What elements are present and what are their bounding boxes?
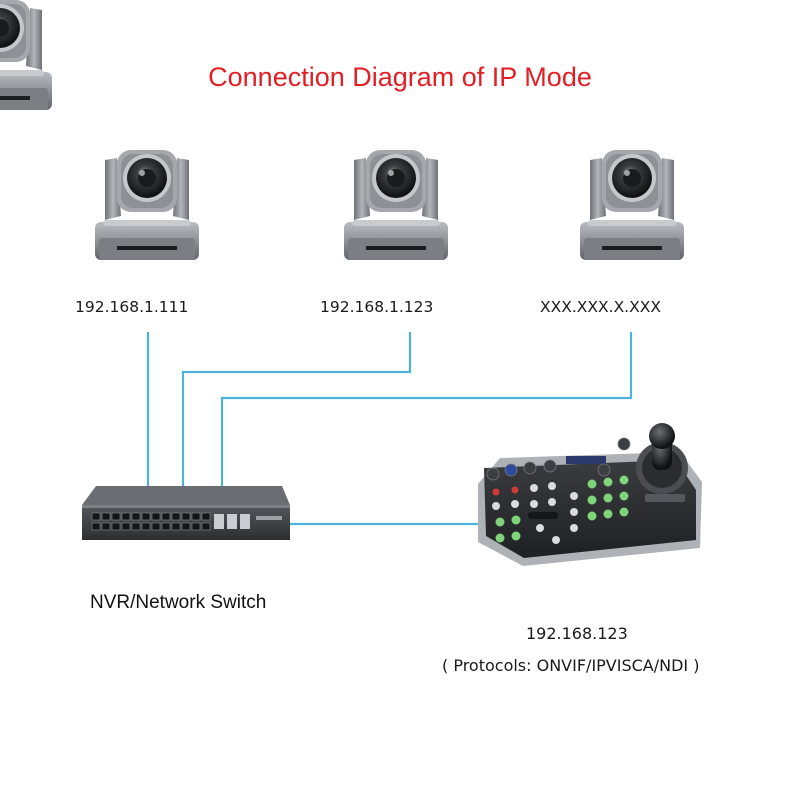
camera-ip-label-3: XXX.XXX.X.XXX <box>540 298 661 316</box>
camera-ip-label-2: 192.168.1.123 <box>320 298 434 316</box>
ptz-camera-icon <box>95 150 199 260</box>
cable-camera-3 <box>220 332 633 486</box>
controller-protocols-label: ( Protocols: ONVIF/IPVISCA/NDI ) <box>442 656 700 675</box>
ptz-camera-icon <box>344 150 448 260</box>
controller-ip-label: 192.168.123 <box>526 624 628 643</box>
cable-lines <box>146 332 633 526</box>
switch-label: NVR/Network Switch <box>90 592 267 613</box>
diagram-title: Connection Diagram of IP Mode <box>208 62 592 92</box>
ptz-keyboard-controller-icon <box>478 423 702 566</box>
cable-camera-2 <box>181 332 412 486</box>
ptz-camera-icon <box>0 0 52 110</box>
ptz-camera-icon <box>580 150 684 260</box>
camera-ip-label-1: 192.168.1.111 <box>75 298 189 316</box>
network-switch-icon <box>82 486 290 540</box>
